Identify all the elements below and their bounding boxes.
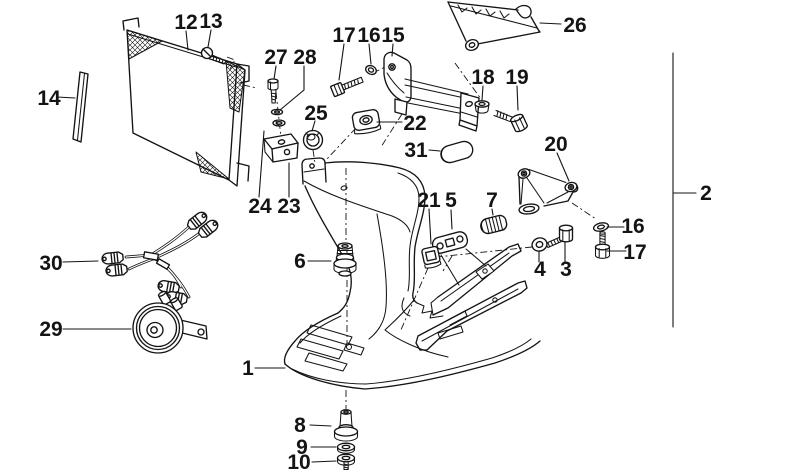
part-7-rubber-buffer	[480, 214, 508, 235]
part-26-bracket	[447, 1, 541, 52]
part-label-13: 13	[199, 10, 222, 33]
part-label-1: 1	[242, 357, 254, 380]
part-label-20: 20	[544, 133, 567, 156]
part-16-washer-right	[592, 222, 610, 232]
part-17-screw-right	[594, 231, 611, 259]
part-label-10: 10	[287, 451, 310, 473]
part-16-washer-top	[365, 64, 377, 76]
part-18-washer	[474, 100, 490, 114]
part-label-31: 31	[404, 139, 428, 162]
part-25-grommet	[302, 129, 324, 151]
part-1-front-spoiler	[283, 157, 541, 390]
part-10-nut	[336, 453, 356, 471]
part-15-bracket	[383, 51, 480, 132]
part-label-17-right: 17	[623, 241, 646, 264]
part-label-28: 28	[293, 46, 317, 69]
part-19-screw	[493, 109, 528, 133]
assembly-axis-lines	[226, 56, 597, 409]
part-label-29: 29	[39, 318, 62, 341]
part-1-right-side-panel	[430, 243, 522, 316]
part-24-lock-washer	[272, 119, 286, 127]
part-label-2: 2	[700, 182, 712, 205]
part-label-27: 27	[264, 46, 287, 69]
part-29-horn	[132, 290, 208, 354]
part-23-bracket	[263, 133, 299, 163]
part-1-lower-sill-strip	[415, 280, 528, 351]
part-label-17-top: 17	[332, 24, 355, 47]
part-21-clip-nut	[421, 245, 442, 269]
part-label-30: 30	[39, 252, 62, 275]
part-label-16-top: 16	[357, 24, 380, 47]
part-label-6: 6	[294, 250, 306, 273]
part-4-washer	[531, 237, 548, 252]
part-label-16-right: 16	[621, 215, 644, 238]
part-label-25: 25	[304, 102, 328, 125]
part-label-22: 22	[403, 112, 426, 135]
part-13-screw	[200, 46, 227, 65]
part-label-24: 24	[248, 195, 272, 218]
part-17-screw-top	[330, 76, 364, 98]
leader-lines	[56, 22, 697, 463]
part-label-18: 18	[471, 66, 495, 89]
part-30-wiring-harness	[100, 209, 221, 306]
part-label-14: 14	[37, 87, 61, 110]
part-label-5: 5	[445, 189, 457, 212]
part-3-bolt	[544, 224, 574, 249]
part-label-8: 8	[294, 414, 306, 437]
part-8-grommet	[333, 409, 359, 442]
part-label-4: 4	[534, 258, 546, 281]
part-27-screw	[267, 78, 279, 104]
part-label-21: 21	[417, 189, 441, 212]
part-label-26: 26	[563, 14, 586, 37]
part-label-9: 9	[296, 436, 308, 459]
part-28-washer	[270, 108, 284, 116]
part-14-rubber-strip	[72, 71, 89, 143]
part-label-12: 12	[174, 11, 197, 34]
part-31-sleeve	[440, 140, 474, 164]
part-labels: 12 13 14 27 28 17 16 15 26 18 19 25 22 3…	[37, 10, 712, 473]
part-label-15: 15	[381, 24, 405, 47]
part-20-bracket	[517, 168, 579, 215]
part-label-19: 19	[505, 66, 528, 89]
part-label-23: 23	[277, 195, 300, 218]
part-6-grommet	[333, 242, 357, 277]
part-label-7: 7	[486, 189, 498, 212]
part-12-oil-cooler	[122, 17, 250, 187]
part-9-washer	[336, 442, 356, 454]
part-label-3: 3	[560, 258, 572, 281]
part-22-clip-nut	[351, 108, 382, 135]
